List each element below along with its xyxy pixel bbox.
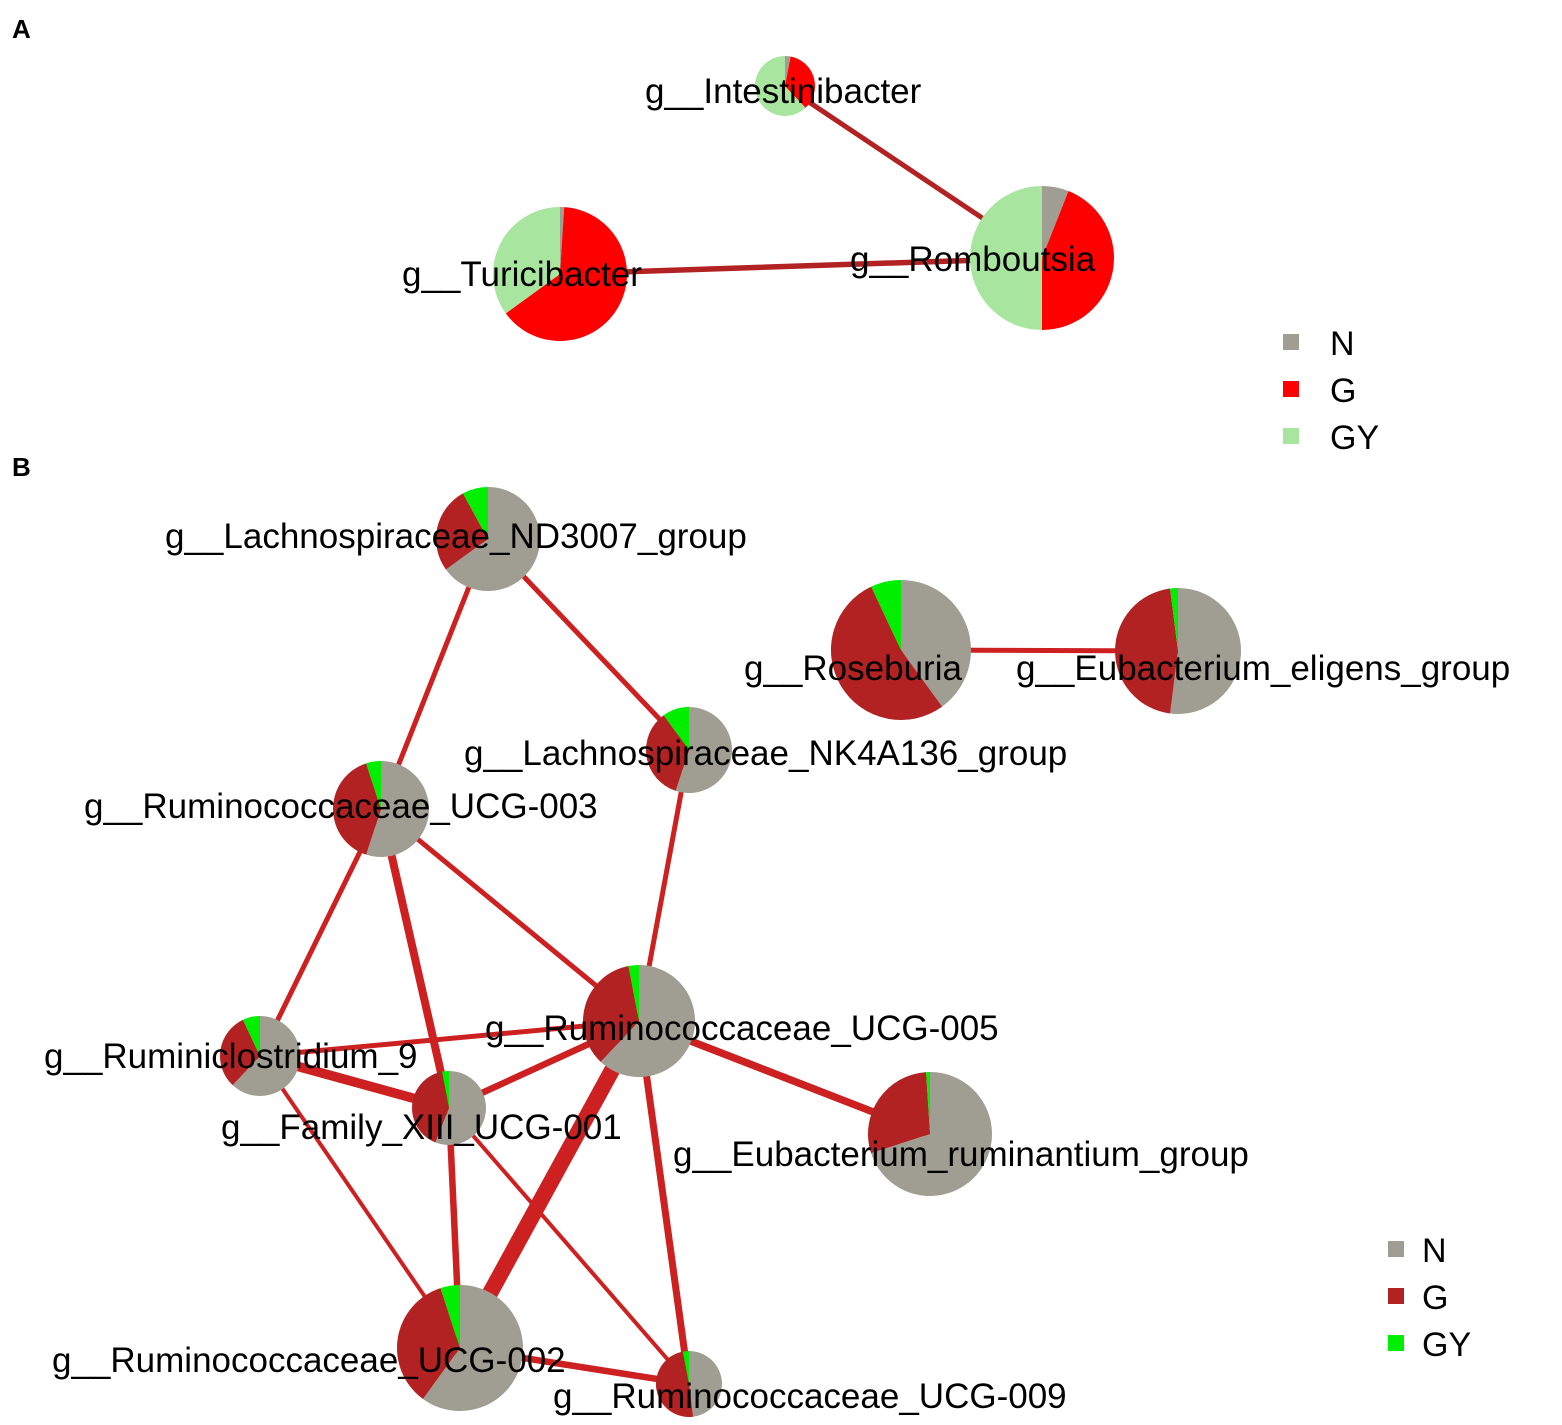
pie-slice-eub_rum-gy xyxy=(926,1072,930,1134)
panel-b-nodes xyxy=(220,487,1242,1418)
node-intestinibacter xyxy=(755,56,816,116)
legend-label-gy: GY xyxy=(1422,1326,1471,1364)
pie-slice-eub_rum-n xyxy=(871,1072,992,1196)
node-romboutsia xyxy=(970,186,1114,330)
pie-slice-turicibacter-n xyxy=(560,206,565,274)
node-turicibacter xyxy=(493,206,628,341)
legend-swatch-n xyxy=(1388,1241,1404,1257)
node-rum_009 xyxy=(655,1351,723,1418)
node-label-lach_nk4a136: g__Lachnospiraceae_NK4A136_group xyxy=(464,734,1067,773)
node-rum_005 xyxy=(583,965,696,1077)
legend-swatch-gy xyxy=(1388,1335,1404,1351)
pie-slice-lach_nk4a136-gy xyxy=(663,707,689,750)
node-label-turicibacter: g__Turicibacter xyxy=(402,255,642,294)
panel-a-legend: NG GY xyxy=(1283,325,1379,457)
node-label-rum_009: g__Ruminococcaceae_UCG-009 xyxy=(553,1377,1067,1416)
pie-slice-lach_nk4a136-n xyxy=(675,707,732,793)
node-label-eub_rum: g__Eubacterium_ruminantium_group xyxy=(673,1135,1249,1174)
pie-slice-rum_009-n xyxy=(689,1351,723,1417)
legend-swatch-g xyxy=(1283,381,1299,397)
node-label-rum_002: g__Ruminococcaceae_UCG-002 xyxy=(52,1341,566,1380)
pie-slice-turicibacter-gy xyxy=(493,207,560,314)
node-label-rum_005: g__Ruminococcaceae_UCG-005 xyxy=(485,1009,999,1048)
panel-b: B g__Lachnospiraceae_ND3007_group g__Rose… xyxy=(12,452,1510,1418)
pie-slice-rum_002-g xyxy=(396,1288,460,1399)
pie-slice-eub_rum-g xyxy=(867,1072,930,1154)
edge-rum_003-fam_xiii xyxy=(377,805,453,1112)
panel-b-label: B xyxy=(12,452,31,482)
node-label-romboutsia: g__Romboutsia xyxy=(850,240,1096,279)
pie-slice-romboutsia-gy xyxy=(970,186,1042,330)
legend-label-g: G xyxy=(1422,1279,1448,1317)
pie-slice-intestinibacter-n xyxy=(785,56,791,86)
node-rum_003 xyxy=(333,761,430,857)
pie-slice-rclos_9-n xyxy=(232,1016,301,1096)
node-label-roseburia: g__Roseburia xyxy=(744,649,962,688)
node-label-lach_nd3007: g__Lachnospiraceae_ND3007_group xyxy=(165,517,747,556)
legend-label-g: G xyxy=(1330,372,1356,410)
node-eub_eligens xyxy=(1115,588,1242,714)
pie-slice-rclos_9-g xyxy=(220,1019,260,1086)
pie-slice-turicibacter-g xyxy=(505,207,628,341)
edge-rclos_9-rum_005 xyxy=(257,1018,642,1059)
node-label-rum_003: g__Ruminococcaceae_UCG-003 xyxy=(84,787,598,826)
legend-label-n: N xyxy=(1422,1232,1447,1270)
pie-slice-roseburia-gy xyxy=(871,580,901,650)
pie-slice-rum_009-gy xyxy=(682,1351,689,1384)
pie-slice-roseburia-n xyxy=(901,580,971,707)
panel-a-label: A xyxy=(12,14,31,44)
legend-label-gy: GY xyxy=(1330,419,1379,457)
pie-slice-intestinibacter-gy xyxy=(755,56,806,116)
panel-b-legend: NG GY xyxy=(1388,1232,1471,1364)
pie-slice-rum_002-n xyxy=(422,1285,523,1411)
node-label-fam_xiii: g__Family_XIII_UCG-001 xyxy=(221,1108,622,1147)
node-label-rclos_9: g__Ruminiclostridium_9 xyxy=(44,1037,418,1076)
panel-a-labels: g__Intestinibacter g__Turicibacter g__Romb… xyxy=(402,72,1096,294)
node-lach_nk4a136 xyxy=(645,707,732,793)
pie-slice-lach_nk4a136-g xyxy=(645,715,689,791)
node-roseburia xyxy=(830,580,971,721)
legend-swatch-n xyxy=(1283,334,1299,350)
node-eub_rum xyxy=(867,1072,992,1196)
edge-fam_xiii-rum_009 xyxy=(447,1106,691,1386)
node-label-eub_eligens: g__Eubacterium_eligens_group xyxy=(1016,649,1510,688)
pie-slice-eub_eligens-n xyxy=(1170,588,1242,714)
node-fam_xiii xyxy=(412,1071,487,1145)
pie-slice-rum_002-gy xyxy=(440,1285,460,1348)
panel-a: A g__Intestinibacter g__Turicibacter g__Ro… xyxy=(12,14,1379,457)
pie-slice-roseburia-g xyxy=(830,586,943,721)
pie-slice-rum_005-g xyxy=(583,965,639,1062)
node-lach_nd3007 xyxy=(436,487,541,591)
pie-slice-eub_eligens-g xyxy=(1115,588,1178,714)
pie-slice-rclos_9-gy xyxy=(242,1016,260,1056)
panel-b-labels: g__Lachnospiraceae_ND3007_group g__Rosebu… xyxy=(44,517,1510,1416)
legend-swatch-g xyxy=(1388,1288,1404,1304)
pie-slice-romboutsia-g xyxy=(1042,191,1114,330)
pie-slice-rum_003-n xyxy=(366,761,430,857)
pie-slice-lach_nd3007-g xyxy=(436,493,488,570)
pie-slice-rum_005-gy xyxy=(628,965,639,1021)
pie-slice-rum_005-n xyxy=(600,965,696,1077)
pie-slice-lach_nd3007-gy xyxy=(462,487,488,539)
legend-label-n: N xyxy=(1330,325,1355,363)
legend-swatch-gy xyxy=(1283,428,1299,444)
panel-a-nodes xyxy=(493,56,1114,341)
node-rclos_9 xyxy=(220,1016,301,1096)
edge-rum_005-rum_009 xyxy=(635,1017,693,1388)
pie-slice-rum_003-gy xyxy=(366,761,381,809)
pie-slice-romboutsia-n xyxy=(1042,186,1069,258)
pie-slice-fam_xiii-n xyxy=(435,1071,487,1145)
pie-slice-rum_003-g xyxy=(333,763,381,855)
pie-slice-intestinibacter-g xyxy=(785,56,816,108)
pie-slice-fam_xiii-g xyxy=(412,1071,449,1143)
pie-slice-lach_nd3007-n xyxy=(445,487,541,591)
node-label-intestinibacter: g__Intestinibacter xyxy=(645,72,922,111)
pie-slice-eub_eligens-gy xyxy=(1170,588,1178,651)
edge-turicibacter-romboutsia xyxy=(557,255,1045,277)
pie-slice-rum_009-g xyxy=(655,1351,694,1418)
pie-slice-fam_xiii-gy xyxy=(442,1071,449,1108)
node-rum_002 xyxy=(396,1285,523,1411)
